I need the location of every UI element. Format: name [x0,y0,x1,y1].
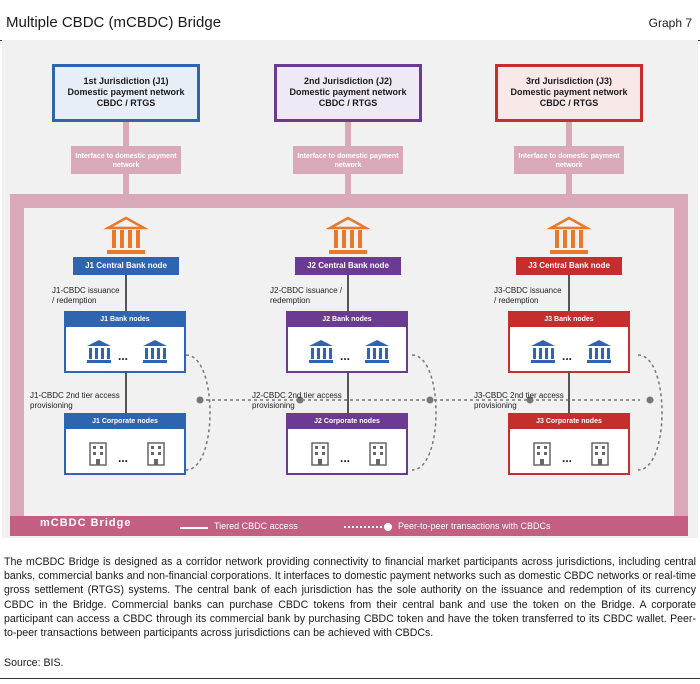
corporate-building-icon [533,442,551,466]
interface-box: Interface to domestic payment network [514,146,624,174]
bank-nodes-box: J2 Bank nodes ... [286,311,408,373]
bank-nodes-label: J1 Bank nodes [66,313,184,327]
jurisdiction-system: CBDC / RTGS [318,98,378,108]
jurisdiction-network: Domestic payment network [67,87,185,97]
corporate-building-icon [311,442,329,466]
figure-note: The mCBDC Bridge is designed as a corrid… [4,556,696,640]
corporate-building-icon [369,442,387,466]
p2p-connections [185,354,663,471]
central-bank-node: J1 Central Bank node [73,257,179,275]
central-bank-node: J2 Central Bank node [295,257,401,275]
corporate-building-icon [147,442,165,466]
corporate-building-icon [89,442,107,466]
tier-line [568,275,570,311]
jurisdiction-1-box: 1st Jurisdiction (J1) Domestic payment n… [52,64,200,122]
central-bank-icon [546,216,592,254]
corporate-nodes-box: J2 Corporate nodes ... [286,413,408,475]
connector [123,174,129,208]
connector [123,122,129,146]
central-bank-icon [325,216,371,254]
p2p-legend-line-icon [344,523,392,531]
tiered-legend-line-icon [180,527,208,529]
corporate-building-icon [591,442,609,466]
issuance-label: J3-CBDC issuance / redemption [494,286,562,305]
source-label: Source: BIS. [4,657,64,669]
legend-p2p: Peer-to-peer transactions with CBDCs [398,521,551,531]
tier-line [347,275,349,311]
connector [345,122,351,146]
interface-box: Interface to domestic payment network [293,146,403,174]
connector [345,174,351,208]
bank-icon [309,340,333,363]
jurisdiction-network: Domestic payment network [510,87,628,97]
connector [566,122,572,146]
corporate-nodes-box: J3 Corporate nodes ... [508,413,630,475]
tier-line [125,371,127,413]
bank-nodes-label: J2 Bank nodes [288,313,406,327]
legend-tiered: Tiered CBDC access [214,521,298,531]
tier-line [568,371,570,413]
jurisdiction-system: CBDC / RTGS [96,98,156,108]
jurisdiction-title: 3rd Jurisdiction (J3) [525,76,613,86]
corporate-nodes-label: J2 Corporate nodes [288,415,406,429]
page-title: Multiple CBDC (mCBDC) Bridge [6,14,222,31]
bank-icon [365,340,389,363]
bottom-rule [0,678,700,679]
tier-line [125,275,127,311]
bank-nodes-box: J1 Bank nodes ... [64,311,186,373]
ellipsis: ... [118,451,129,465]
jurisdiction-title: 1st Jurisdiction (J1) [83,76,169,86]
ellipsis: ... [562,349,573,363]
tier-access-label: J3-CBDC 2nd tier access provisioning [474,391,564,410]
bank-icon [143,340,167,363]
jurisdiction-2-box: 2nd Jurisdiction (J2) Domestic payment n… [274,64,422,122]
interface-box: Interface to domestic payment network [71,146,181,174]
graph-number: Graph 7 [648,16,692,30]
ellipsis: ... [340,451,351,465]
bank-nodes-label: J3 Bank nodes [510,313,628,327]
issuance-label: J2-CBDC issuance / redemption [270,286,343,305]
connector [566,174,572,208]
ellipsis: ... [562,451,573,465]
issuance-label: J1-CBDC issuance / redemption [52,286,120,305]
bank-icon [87,340,111,363]
jurisdiction-network: Domestic payment network [289,87,407,97]
corporate-nodes-box: J1 Corporate nodes ... [64,413,186,475]
corporate-nodes-label: J3 Corporate nodes [510,415,628,429]
ellipsis: ... [340,349,351,363]
central-bank-node: J3 Central Bank node [516,257,622,275]
tier-line [347,371,349,413]
central-bank-icon [103,216,149,254]
jurisdiction-system: CBDC / RTGS [539,98,599,108]
bank-icon [587,340,611,363]
ellipsis: ... [118,349,129,363]
tier-access-label: J1-CBDC 2nd tier access provisioning [30,391,120,410]
jurisdiction-title: 2nd Jurisdiction (J2) [303,76,392,86]
bank-icon [531,340,555,363]
tier-access-label: J2-CBDC 2nd tier access provisioning [252,391,342,410]
bridge-label: mCBDC Bridge [40,517,132,529]
bank-nodes-box: J3 Bank nodes ... [508,311,630,373]
corporate-nodes-label: J1 Corporate nodes [66,415,184,429]
jurisdiction-3-box: 3rd Jurisdiction (J3) Domestic payment n… [495,64,643,122]
